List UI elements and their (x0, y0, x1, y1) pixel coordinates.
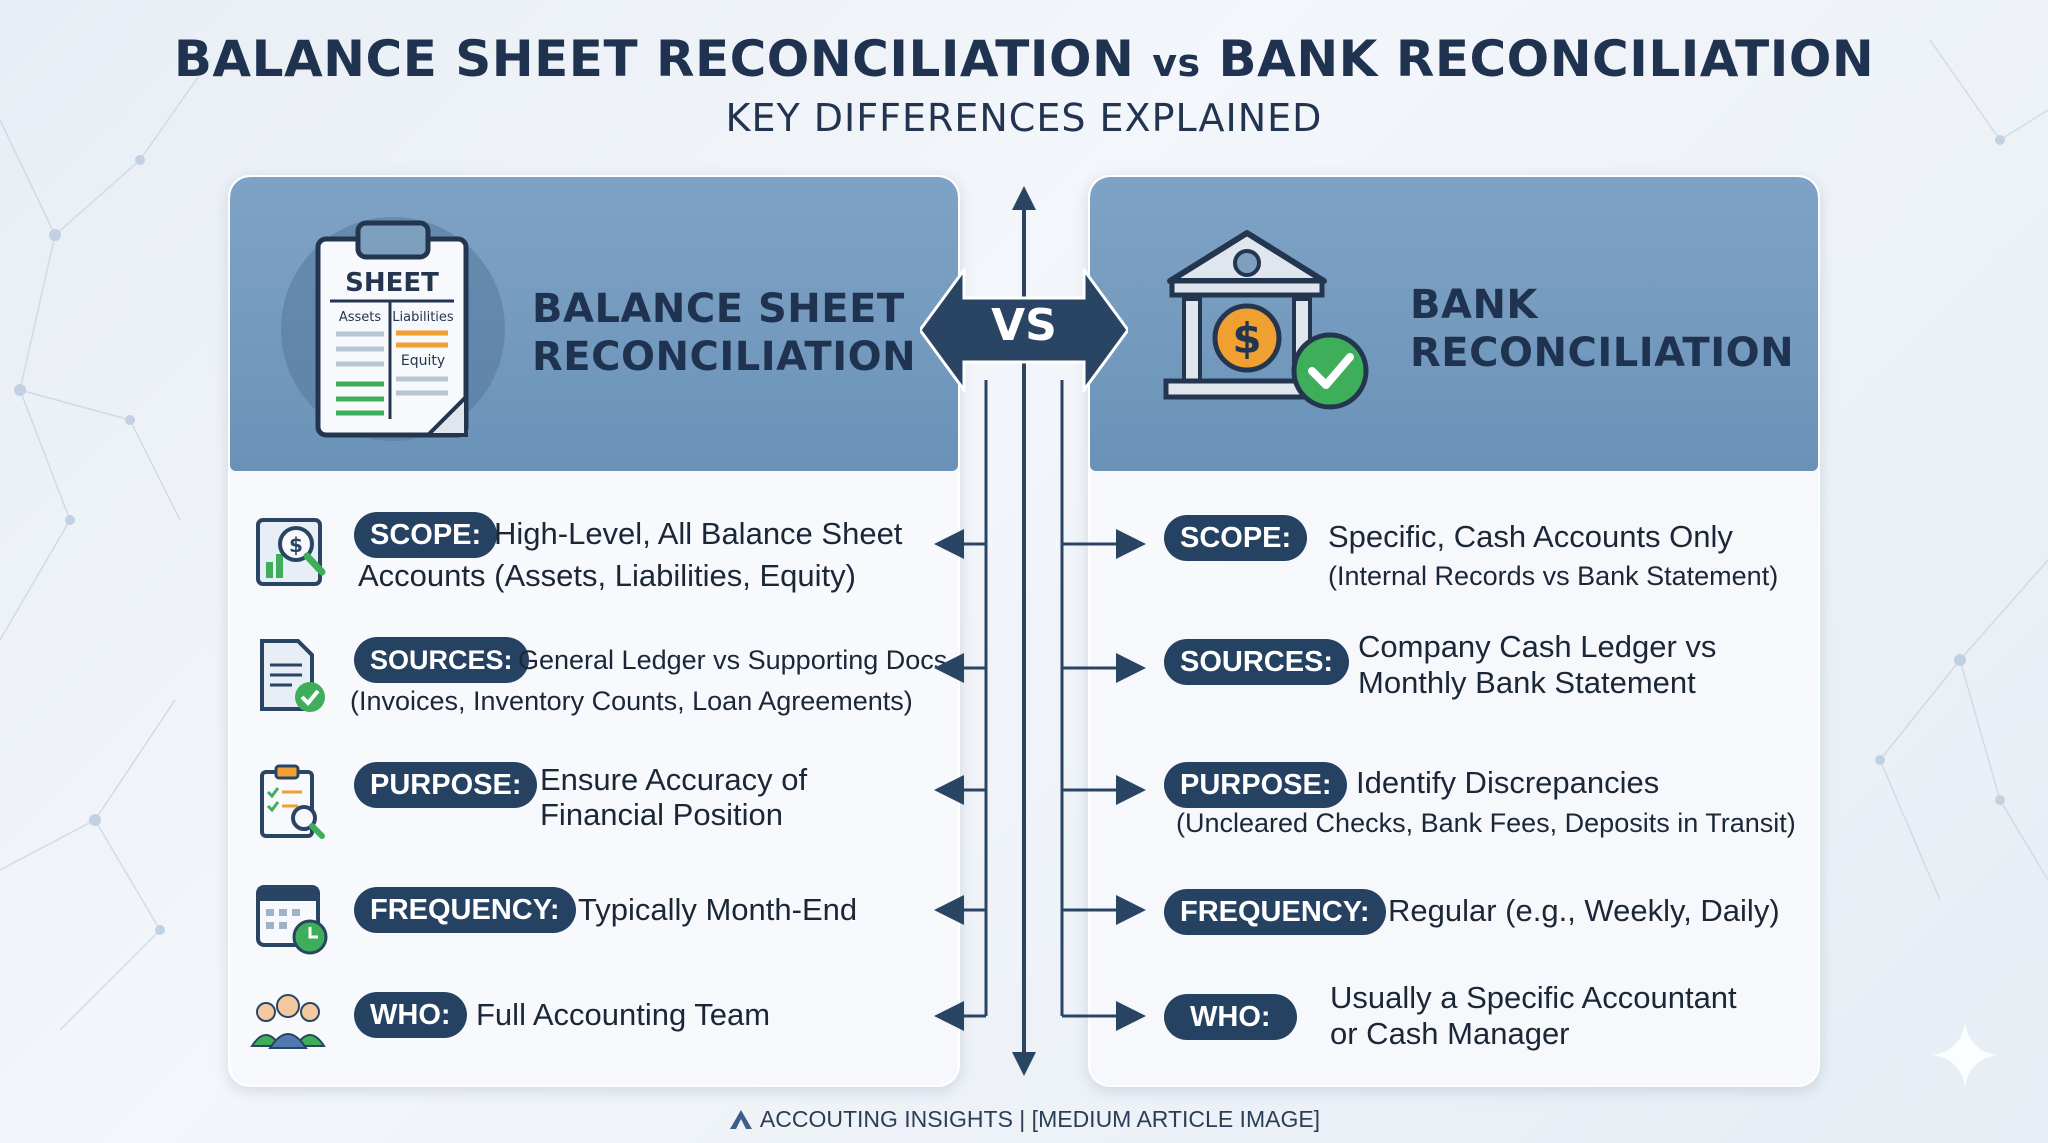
sources-label: SOURCES: (1164, 639, 1350, 685)
chart-magnifier-dollar-icon: $ (256, 518, 326, 586)
who-text-line1: Usually a Specific Accountant (1330, 980, 1737, 1015)
bank-reconciliation-header: $ BANK RECONCILIATION (1090, 177, 1818, 471)
frequency-text: Typically Month-End (578, 892, 858, 927)
vs-label: VS (991, 300, 1057, 351)
bank-reconciliation-panel: $ BANK RECONCILIATION SCOPE: Specific, C… (1088, 175, 1820, 1087)
who-label: WHO: (1164, 994, 1297, 1040)
clipboard-checklist-icon (260, 764, 325, 839)
sources-text-line1: Company Cash Ledger vs (1358, 629, 1717, 664)
frequency-label: FREQUENCY: (1164, 889, 1386, 935)
page-title: BALANCE SHEET RECONCILIATION vs BANK REC… (0, 30, 2048, 88)
sparkle-icon (1932, 1022, 1998, 1088)
scope-text-line2: (Internal Records vs Bank Statement) (1328, 561, 1779, 591)
title-vs: vs (1152, 41, 1201, 85)
svg-text:$: $ (1232, 314, 1261, 363)
purpose-text-line2: (Uncleared Checks, Bank Fees, Deposits i… (1176, 808, 1796, 838)
frequency-text: Regular (e.g., Weekly, Daily) (1388, 893, 1780, 928)
team-people-icon (250, 994, 326, 1049)
purpose-label: PURPOSE: (1164, 762, 1348, 808)
title-part2: BANK RECONCILIATION (1218, 30, 1875, 88)
svg-text:Liabilities: Liabilities (392, 310, 454, 325)
page-subtitle: KEY DIFFERENCES EXPLAINED (725, 96, 1323, 140)
document-check-icon (260, 639, 325, 712)
purpose-label: PURPOSE: (354, 762, 538, 808)
purpose-text-line2: Financial Position (540, 797, 783, 832)
scope-text-line1: High-Level, All Balance Sheet (494, 516, 903, 551)
svg-text:$: $ (289, 533, 303, 557)
sources-text-line2: (Invoices, Inventory Counts, Loan Agreem… (350, 686, 913, 716)
purpose-text-line1: Identify Discrepancies (1356, 765, 1660, 800)
bank-dollar-check-icon: $ (1163, 230, 1369, 410)
sources-label: SOURCES: (354, 637, 529, 683)
vs-badge (920, 268, 1128, 392)
svg-text:SHEET: SHEET (345, 268, 439, 298)
svg-text:Equity: Equity (401, 353, 445, 369)
logo-icon (729, 1110, 752, 1129)
scope-text-line2: Accounts (Assets, Liabilities, Equity) (358, 558, 856, 593)
sources-text-line1: General Ledger vs Supporting Docs (518, 645, 948, 675)
footer-credit: ACCOUTING INSIGHTS | [MEDIUM ARTICLE IMA… (0, 1106, 2048, 1133)
who-text-line2: or Cash Manager (1330, 1016, 1570, 1051)
scope-text-line1: Specific, Cash Accounts Only (1328, 519, 1733, 554)
who-label: WHO: (354, 992, 467, 1038)
sources-text-line2: Monthly Bank Statement (1358, 665, 1696, 700)
purpose-text-line1: Ensure Accuracy of (540, 762, 808, 797)
scope-label: SCOPE: (1164, 515, 1308, 561)
balance-sheet-title: BALANCE SHEET RECONCILIATION (532, 286, 917, 380)
scope-label: SCOPE: (354, 512, 498, 558)
title-part1: BALANCE SHEET RECONCILIATION (173, 30, 1135, 88)
frequency-label: FREQUENCY: (354, 887, 576, 933)
calendar-clock-icon (256, 885, 328, 955)
clipboard-sheet-icon: SHEET Assets Liabilities Equity (281, 217, 505, 441)
who-text: Full Accounting Team (476, 997, 771, 1032)
bank-reconciliation-title: BANK RECONCILIATION (1410, 282, 1795, 376)
svg-text:Assets: Assets (339, 310, 382, 325)
balance-sheet-panel: SHEET Assets Liabilities Equity BALANCE … (228, 175, 960, 1087)
balance-sheet-header: SHEET Assets Liabilities Equity BALANCE … (230, 177, 958, 471)
